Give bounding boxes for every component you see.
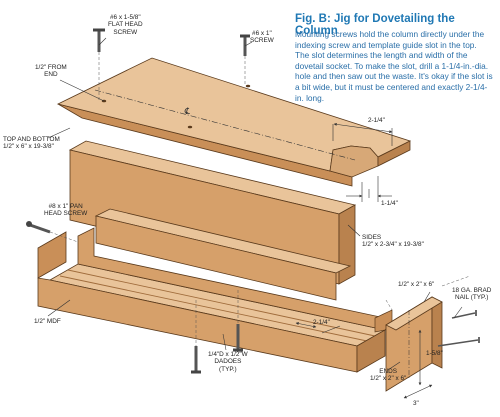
label-ends: ENDS 1/2" x 2" x 6": [370, 368, 407, 383]
leader-lines: [47, 37, 463, 371]
dimension-arrows: [295, 122, 433, 399]
front-side-board: [94, 208, 352, 301]
label-mdf: 1/2" MDF: [34, 318, 61, 325]
label-from-end: 1/2" FROM END: [35, 64, 67, 79]
screw-hole: [187, 125, 193, 129]
label-brad-nail: 18 GA. BRAD NAIL (TYP.): [452, 287, 492, 302]
label-dim-3: 3": [413, 400, 419, 407]
top-board: [56, 57, 412, 187]
bottom-screw-left: [191, 346, 201, 374]
centerline-symbol: ℄: [184, 107, 190, 117]
label-sides: SIDES 1/2" x 2-3/4" x 19-3/8": [362, 234, 424, 249]
screw-hole: [245, 84, 251, 88]
label-screw-6x1: #6 x 1" SCREW: [250, 30, 274, 45]
flat-head-screw: [93, 28, 105, 52]
label-slot-width: 2-1/4": [368, 117, 385, 124]
brad-nail-upper: [451, 310, 477, 319]
label-inner-width: 2-1/4": [313, 319, 330, 326]
dado-groove: [67, 269, 376, 337]
label-flat-head-screw: #6 x 1-5/8" FLAT HEAD SCREW: [108, 14, 143, 36]
end-block: [385, 296, 443, 392]
alignment-lines: [49, 52, 471, 346]
dado-groove: [59, 275, 368, 342]
base-left-end: [37, 231, 67, 279]
figure-caption: Mounting screws hold the column directly…: [295, 29, 493, 103]
front-side-face: [95, 215, 337, 301]
label-end-size: 1/2" x 2" x 6": [398, 281, 435, 288]
label-dim-5-8: 1-5/8": [426, 350, 443, 357]
label-dadoes: 1/4"D x 1/2"W DADOES (TYP.): [208, 351, 248, 373]
top-board-slot-edge: [329, 145, 379, 178]
label-hole-dia: 1-1/4": [381, 200, 398, 207]
end-block-top: [385, 296, 443, 331]
figure-title: Fig. B: Jig for Dovetailing the Column: [295, 13, 455, 37]
base-right-end: [356, 329, 386, 373]
centerline-top: [94, 89, 356, 161]
top-board-end-face: [377, 140, 411, 167]
pan-head-screw: [26, 221, 51, 234]
label-pan-head-screw: #8 x 1" PAN HEAD SCREW: [44, 203, 88, 218]
brad-nail-lower: [437, 337, 480, 347]
bottom-screw-right: [233, 324, 243, 352]
label-top-bottom: TOP AND BOTTOM 1/2" x 6" x 19-3/8": [3, 136, 60, 151]
rear-side-end: [338, 204, 356, 285]
